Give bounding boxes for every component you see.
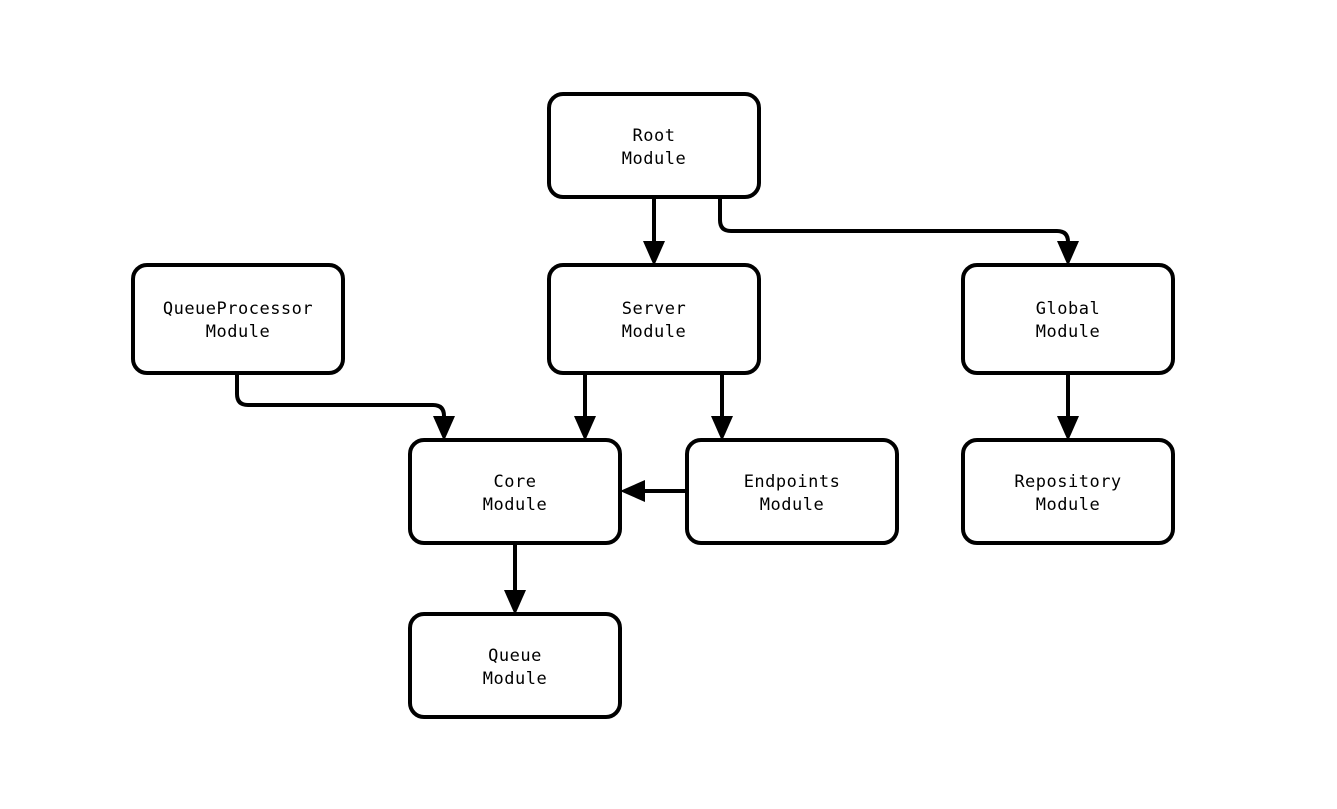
node-box[interactable] <box>408 438 622 545</box>
node-label-line2: Module <box>206 322 270 342</box>
node-label-line2: Module <box>483 495 547 515</box>
node-server[interactable]: Server Module <box>547 263 761 375</box>
node-label-line1: QueueProcessor <box>163 299 313 319</box>
node-label-line2: Module <box>1036 322 1100 342</box>
edge-line <box>235 373 446 428</box>
edge-endpoints-to-core <box>620 480 687 502</box>
node-label-line2: Module <box>483 669 547 689</box>
edges-layer <box>235 197 1079 615</box>
arrowhead-icon <box>1057 416 1079 441</box>
node-label-line1: Queue <box>488 646 542 666</box>
node-endpoints[interactable]: Endpoints Module <box>685 438 899 545</box>
node-label-line2: Module <box>622 322 686 342</box>
edge-root-to-global <box>718 197 1079 266</box>
arrowhead-icon <box>711 416 733 441</box>
edge-line <box>718 197 1070 253</box>
arrowhead-icon <box>574 416 596 441</box>
node-box[interactable] <box>961 438 1175 545</box>
node-core[interactable]: Core Module <box>408 438 622 545</box>
node-label-line1: Global <box>1036 299 1100 319</box>
arrowhead-icon <box>433 416 455 441</box>
node-queue[interactable]: Queue Module <box>408 612 622 719</box>
node-global[interactable]: Global Module <box>961 263 1175 375</box>
node-label-line1: Endpoints <box>744 472 841 492</box>
edge-server-to-core <box>574 373 596 441</box>
node-label-line2: Module <box>1036 495 1100 515</box>
edge-root-to-server <box>643 197 665 266</box>
node-box[interactable] <box>131 263 345 375</box>
node-label-line2: Module <box>760 495 824 515</box>
node-label-line1: Core <box>494 472 537 492</box>
arrowhead-icon <box>504 590 526 615</box>
node-box[interactable] <box>408 612 622 719</box>
node-box[interactable] <box>685 438 899 545</box>
edge-server-to-endpoints <box>711 373 733 441</box>
node-label-line1: Root <box>633 126 676 146</box>
node-label-line1: Repository <box>1014 472 1121 492</box>
node-label-line2: Module <box>622 149 686 169</box>
edge-queueprocessor-to-core <box>235 373 455 441</box>
node-box[interactable] <box>961 263 1175 375</box>
arrowhead-icon <box>643 241 665 266</box>
arrowhead-icon <box>620 480 645 502</box>
arrowhead-icon <box>1057 241 1079 266</box>
node-repository[interactable]: Repository Module <box>961 438 1175 545</box>
edge-core-to-queue <box>504 543 526 615</box>
node-queueprocessor[interactable]: QueueProcessor Module <box>131 263 345 375</box>
node-box[interactable] <box>547 92 761 199</box>
nodes-layer: Root Module QueueProcessor Module Server… <box>131 92 1175 719</box>
node-label-line1: Server <box>622 299 686 319</box>
node-root[interactable]: Root Module <box>547 92 761 199</box>
edge-global-to-repository <box>1057 373 1079 441</box>
node-box[interactable] <box>547 263 761 375</box>
